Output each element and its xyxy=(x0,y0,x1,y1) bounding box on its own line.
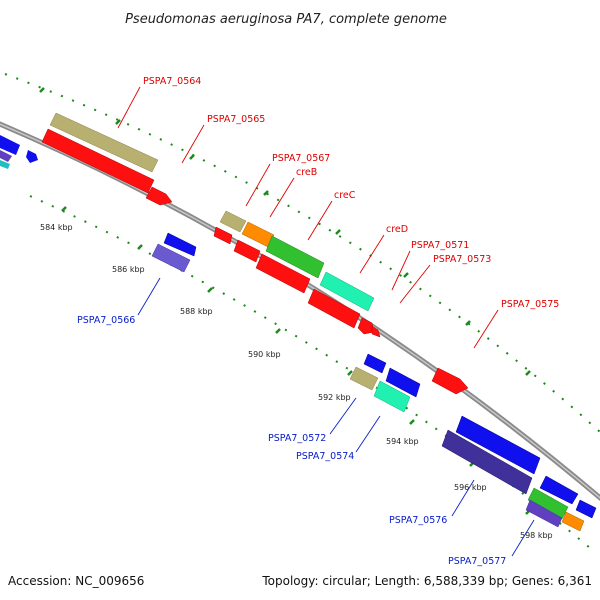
gene-feature[interactable] xyxy=(349,366,379,391)
gene-feature[interactable] xyxy=(527,487,569,520)
gene-feature[interactable] xyxy=(319,271,375,312)
gene-label[interactable]: creC xyxy=(334,190,356,201)
gene-label[interactable]: PSPA7_0576 xyxy=(389,515,447,526)
gene-label[interactable]: PSPA7_0572 xyxy=(268,433,326,444)
tick-label: 594 kbp xyxy=(386,437,419,446)
label-leaders-bottom xyxy=(137,277,535,557)
gene-feature[interactable] xyxy=(525,499,563,528)
tick-label: 586 kbp xyxy=(112,265,145,274)
gene-feature[interactable] xyxy=(41,128,155,194)
gene-feature[interactable] xyxy=(163,232,197,257)
gene-label[interactable]: PSPA7_0574 xyxy=(296,451,354,462)
accession-text: Accession: NC_009656 xyxy=(8,574,144,588)
major-ticks-outer xyxy=(39,87,531,376)
gene-feature[interactable] xyxy=(0,160,10,169)
gene-label[interactable]: PSPA7_0567 xyxy=(272,153,330,164)
gene-feature[interactable] xyxy=(373,380,411,413)
gene-feature[interactable] xyxy=(363,353,387,374)
gene-feature[interactable] xyxy=(441,429,533,495)
gene-label[interactable]: PSPA7_0564 xyxy=(143,76,201,87)
tick-label: 598 kbp xyxy=(520,531,553,540)
genome-summary-text: Topology: circular; Length: 6,588,339 bp… xyxy=(261,574,592,588)
gene-label[interactable]: creB xyxy=(296,167,317,178)
gene-feature[interactable] xyxy=(213,226,233,245)
gene-feature[interactable] xyxy=(371,325,381,338)
gene-label[interactable]: PSPA7_0566 xyxy=(77,315,135,326)
gene-feature[interactable] xyxy=(145,186,173,206)
gene-feature[interactable] xyxy=(151,243,191,273)
tick-label: 590 kbp xyxy=(248,350,281,359)
gene-feature[interactable] xyxy=(539,475,579,505)
gene-feature[interactable] xyxy=(575,499,597,519)
tick-label: 584 kbp xyxy=(40,223,73,232)
gene-label[interactable]: PSPA7_0571 xyxy=(411,240,469,251)
gene-feature[interactable] xyxy=(265,235,325,279)
gene-label[interactable]: PSPA7_0577 xyxy=(448,556,506,567)
gene-feature[interactable] xyxy=(307,288,361,329)
gene-feature[interactable] xyxy=(431,367,469,395)
gene-feature[interactable] xyxy=(255,253,311,294)
gene-feature[interactable] xyxy=(49,112,159,173)
gene-feature[interactable] xyxy=(26,150,38,163)
map-title: Pseudomonas aeruginosa PA7, complete gen… xyxy=(125,12,447,27)
tick-label: 588 kbp xyxy=(180,307,213,316)
tick-label: 596 kbp xyxy=(454,483,487,492)
gene-label[interactable]: creD xyxy=(386,224,408,235)
gene-label[interactable]: PSPA7_0565 xyxy=(207,114,265,125)
label-leaders-top xyxy=(117,86,499,349)
tick-track-inner xyxy=(29,195,591,549)
tick-label: 592 kbp xyxy=(318,393,351,402)
gene-feature[interactable] xyxy=(0,135,20,155)
gene-label[interactable]: PSPA7_0575 xyxy=(501,299,559,310)
tick-track-outer xyxy=(4,73,600,433)
gene-feature[interactable] xyxy=(385,367,421,398)
gene-feature[interactable] xyxy=(233,239,261,263)
gene-feature[interactable] xyxy=(0,150,12,162)
gene-feature[interactable] xyxy=(219,210,247,233)
gene-feature[interactable] xyxy=(357,317,375,335)
gene-feature[interactable] xyxy=(561,511,585,532)
gene-label[interactable]: PSPA7_0573 xyxy=(433,254,491,265)
gene-feature[interactable] xyxy=(455,415,541,475)
